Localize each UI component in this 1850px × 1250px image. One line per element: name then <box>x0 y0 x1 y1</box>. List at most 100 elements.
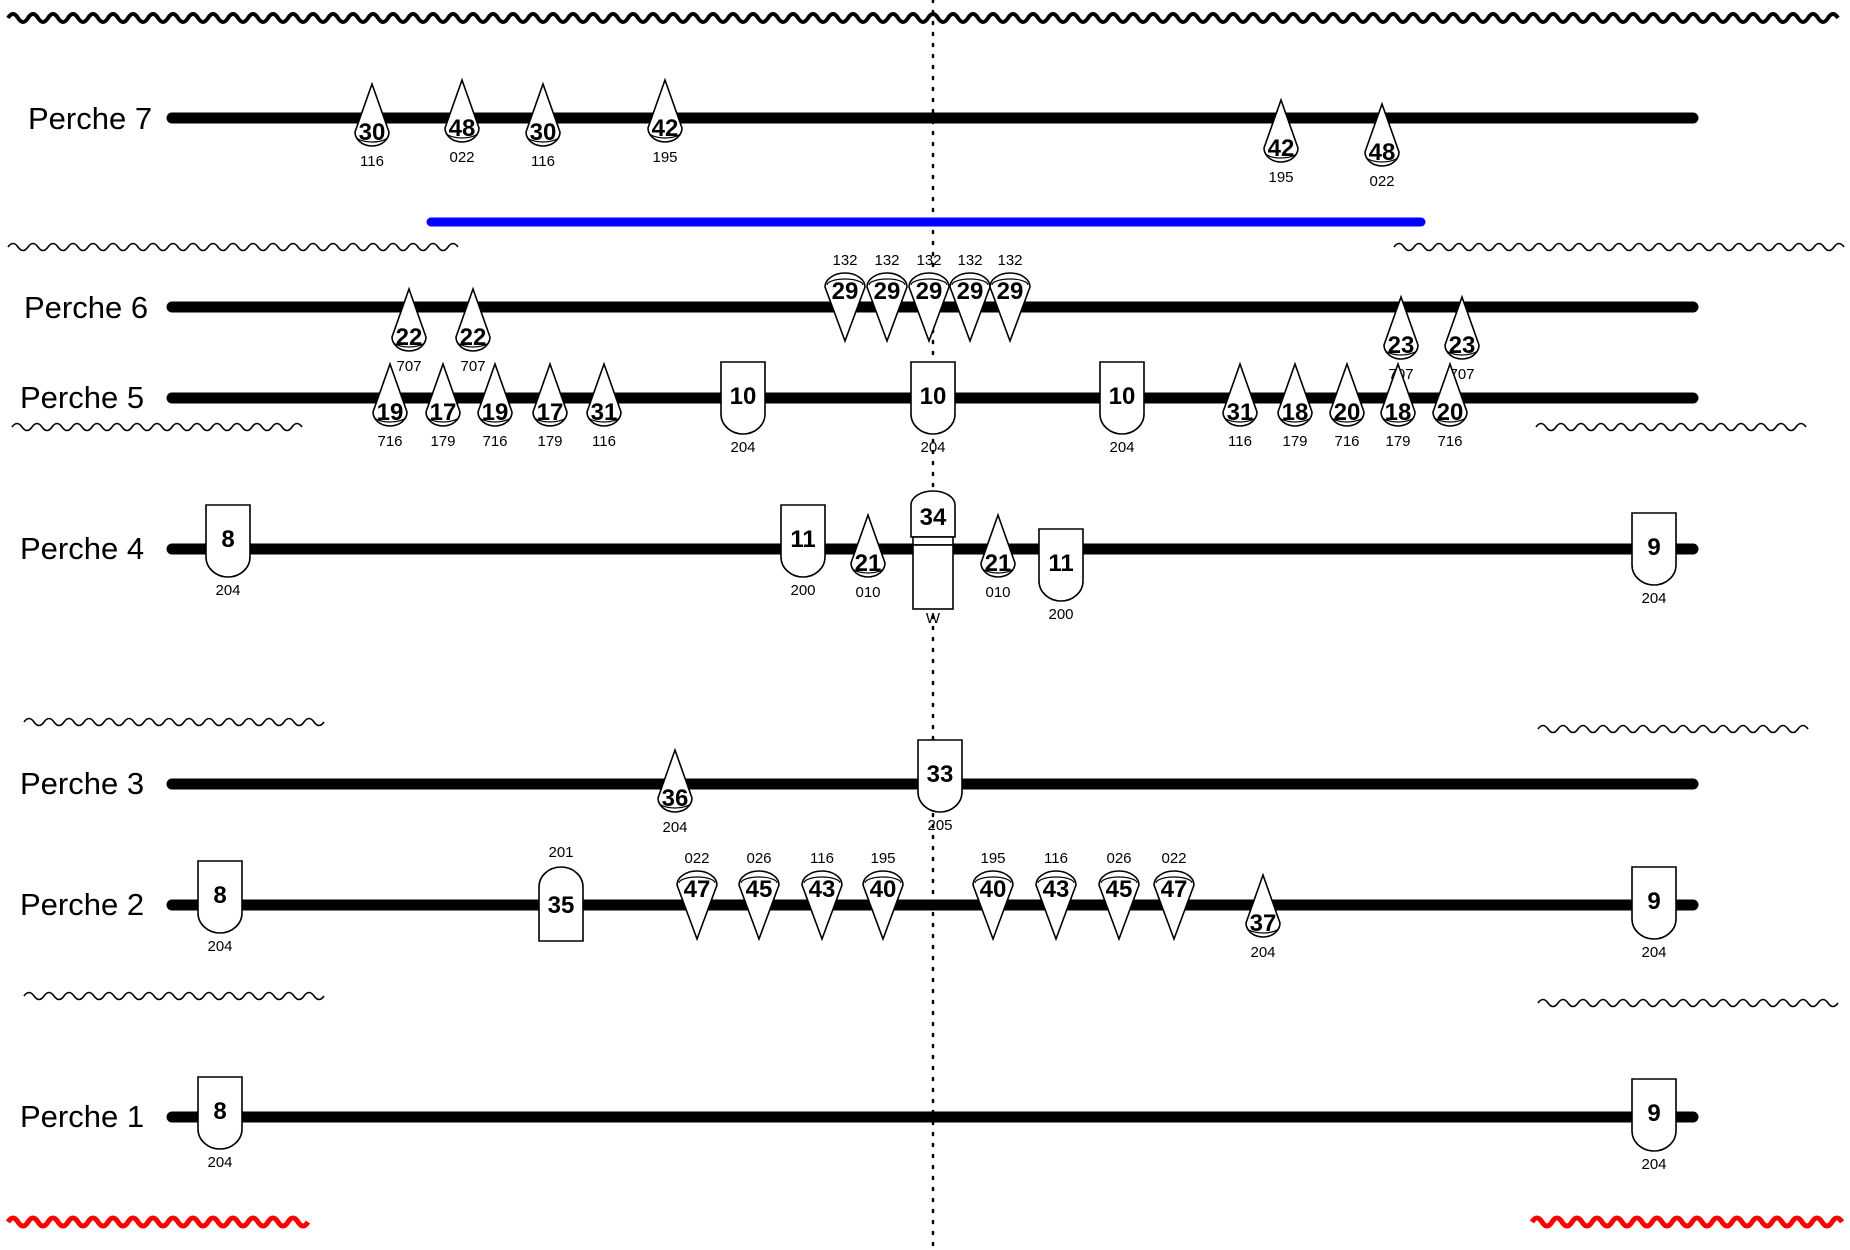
cone-rim <box>1037 876 1075 884</box>
cone-rim <box>1264 151 1298 159</box>
cone-rim <box>1223 415 1257 423</box>
wave-3-left <box>23 717 325 727</box>
item-number: 47 <box>1161 876 1188 903</box>
cone-up-shape <box>657 747 693 813</box>
item-number: 11 <box>1048 550 1073 577</box>
red-wave-left <box>5 1215 311 1229</box>
cone-rim <box>1330 415 1364 423</box>
cone-rim <box>355 135 389 143</box>
item-code: 204 <box>1109 439 1134 456</box>
item-number: 45 <box>746 876 773 903</box>
item-code: 116 <box>810 850 834 867</box>
cone-down-shape <box>1035 870 1077 942</box>
item-code: 116 <box>1044 850 1068 867</box>
item-number: 42 <box>652 115 679 142</box>
item-number: 37 <box>1250 910 1277 937</box>
wave-upper-left <box>7 242 459 252</box>
item-code: 022 <box>684 850 709 867</box>
cone-rim <box>826 278 864 286</box>
tall-cap <box>910 490 956 538</box>
item-code: 132 <box>916 252 941 269</box>
item-number: 29 <box>874 278 901 305</box>
cone-up-shape <box>477 361 513 427</box>
cone-rim <box>392 340 426 348</box>
item-code: 204 <box>730 439 755 456</box>
tall-collar <box>912 536 954 546</box>
cone-rim <box>910 278 948 286</box>
wave-1-right <box>1537 998 1839 1008</box>
cone-down-shape <box>989 272 1031 344</box>
cone-rim <box>868 278 906 286</box>
cone-rim <box>991 278 1029 286</box>
item-number: 29 <box>832 278 859 305</box>
cone-up-shape <box>850 512 886 578</box>
item-number: 9 <box>1647 534 1660 561</box>
item-number: 20 <box>1334 399 1361 426</box>
cone-down-shape <box>1153 870 1195 942</box>
cone-rim <box>864 876 902 884</box>
cone-up-shape <box>425 361 461 427</box>
item-code: 200 <box>1048 606 1073 623</box>
item-code: 179 <box>430 433 455 450</box>
cone-rim <box>981 566 1015 574</box>
cone-rim <box>951 278 989 286</box>
cone-down-shape <box>676 870 718 942</box>
cone-up-shape <box>372 361 408 427</box>
cone-up-shape <box>1277 361 1313 427</box>
item-code: 179 <box>1385 433 1410 450</box>
item-number: 9 <box>1647 888 1660 915</box>
cone-rim <box>526 135 560 143</box>
cone-up-shape <box>1364 101 1400 167</box>
perche-2-item-45: 45 026 <box>1098 850 1140 942</box>
drop-shape <box>720 361 766 435</box>
item-code: 026 <box>1106 850 1131 867</box>
cone-rim <box>1445 348 1479 356</box>
item-code: 716 <box>482 433 507 450</box>
item-code: 716 <box>1334 433 1359 450</box>
cone-up-shape <box>532 361 568 427</box>
drop-shape <box>1099 361 1145 435</box>
dome-shape <box>538 866 584 942</box>
item-number: 47 <box>684 876 711 903</box>
cone-down-shape <box>908 272 950 344</box>
cone-rim <box>803 876 841 884</box>
cone-up-shape <box>1380 361 1416 427</box>
cone-rim <box>1433 415 1467 423</box>
item-number: 17 <box>537 399 564 426</box>
item-code: 707 <box>460 358 485 375</box>
item-code: 204 <box>215 582 240 599</box>
item-code: 205 <box>927 817 952 834</box>
cone-rim <box>1278 415 1312 423</box>
top-border-wave <box>6 12 1840 24</box>
cone-up-shape <box>1383 294 1419 360</box>
cone-rim <box>1365 155 1399 163</box>
drop-shape <box>197 860 243 934</box>
cone-rim <box>1246 926 1280 934</box>
perche-4-item-34: 34W <box>910 490 956 627</box>
drop-shape <box>197 1076 243 1150</box>
item-code: 132 <box>832 252 857 269</box>
cone-rim <box>533 415 567 423</box>
tall-body <box>912 544 954 610</box>
item-number: 45 <box>1106 876 1133 903</box>
